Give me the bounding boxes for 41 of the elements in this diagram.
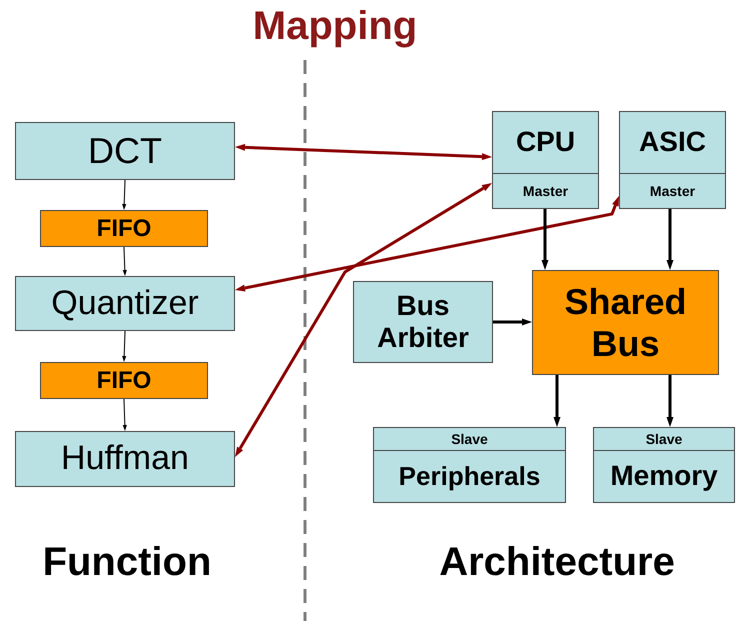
node-label: Memory xyxy=(609,459,719,494)
process-box xyxy=(492,111,599,209)
node-label: ASIC xyxy=(638,125,707,160)
process-box xyxy=(619,111,726,209)
arrow xyxy=(666,375,674,427)
arrow xyxy=(122,398,127,431)
buffer-box xyxy=(40,362,208,399)
port-label: Slave xyxy=(594,428,734,451)
node-label: Peripherals xyxy=(398,460,542,493)
arrow xyxy=(666,209,674,270)
buffer-box xyxy=(40,210,208,247)
process-box xyxy=(15,122,235,180)
arrow xyxy=(122,330,126,362)
title: Mapping xyxy=(252,4,418,49)
process-box xyxy=(593,427,735,503)
bus-box xyxy=(532,270,719,375)
arrow xyxy=(493,318,532,326)
arrow xyxy=(122,246,127,276)
port-label: Slave xyxy=(374,428,565,451)
arrow xyxy=(235,144,492,160)
node-label: Quantizer xyxy=(50,282,200,324)
arrow xyxy=(235,196,619,292)
node-label: Bus Arbiter xyxy=(376,288,470,355)
arrow xyxy=(235,183,492,457)
node-label: CPU xyxy=(514,125,576,160)
arrow xyxy=(542,209,548,270)
node-label: DCT xyxy=(87,129,163,174)
process-box xyxy=(353,281,493,363)
process-box xyxy=(373,427,566,503)
section-heading: Function xyxy=(42,540,212,585)
node-label: Shared Bus xyxy=(563,280,688,366)
port-label: Master xyxy=(493,173,598,208)
node-label: Huffman xyxy=(60,438,190,480)
port-label: Master xyxy=(620,173,725,208)
node-label: FIFO xyxy=(96,214,152,244)
arrow xyxy=(554,375,560,427)
section-heading: Architecture xyxy=(438,540,676,585)
node-label: FIFO xyxy=(96,366,152,396)
arrow xyxy=(122,180,126,210)
process-box xyxy=(15,431,235,487)
process-box xyxy=(15,276,235,331)
